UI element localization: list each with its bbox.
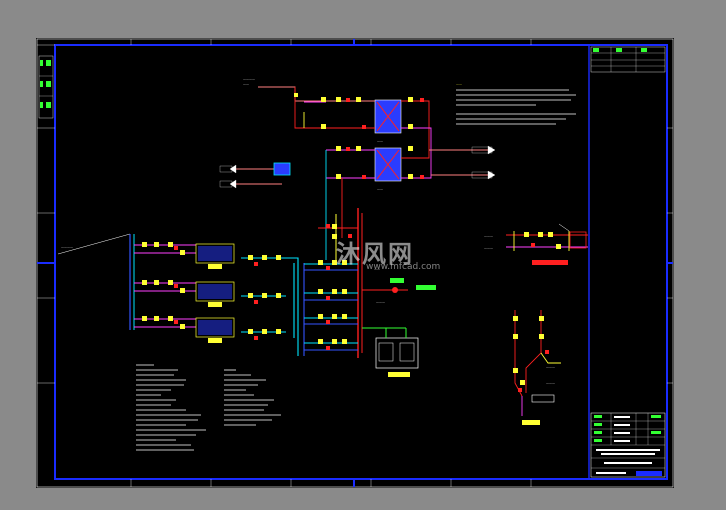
drawing-frame xyxy=(36,38,674,488)
svg-text:——: —— xyxy=(374,267,380,271)
svg-text:———: ——— xyxy=(546,365,555,369)
heat-exchanger-icon xyxy=(374,147,402,182)
boiler-icon xyxy=(195,281,235,307)
notes-top: —— xyxy=(456,82,576,125)
title-block xyxy=(590,412,666,478)
svg-text:————: ———— xyxy=(61,245,73,249)
svg-text:——: —— xyxy=(243,82,249,86)
svg-text:———: ——— xyxy=(376,300,385,304)
valve-icon xyxy=(219,145,496,189)
revision-strip xyxy=(38,55,54,119)
svg-text:———: ——— xyxy=(546,381,555,385)
legend-notes xyxy=(136,364,281,451)
pump-icon xyxy=(390,278,404,293)
title-strip-top xyxy=(590,46,666,73)
svg-text:———: ——— xyxy=(484,234,493,238)
boiler-icon xyxy=(195,317,235,343)
svg-text:——: —— xyxy=(377,139,383,143)
svg-text:——: —— xyxy=(456,82,462,86)
svg-text:————: ———— xyxy=(243,77,255,81)
svg-text:———: ——— xyxy=(484,246,493,250)
cad-drawing-sheet: ———— —— —— —— —— xyxy=(36,38,674,488)
tank-icon xyxy=(375,328,419,377)
watermark-brand: 沐风网 xyxy=(336,240,414,268)
pump-icon xyxy=(273,162,291,176)
piping-schematic: ———— —— —— —— —— xyxy=(36,38,674,488)
detail-expansion: ——— ——— xyxy=(513,310,561,425)
heat-exchanger-icon xyxy=(374,99,402,134)
boiler-icon xyxy=(195,243,235,269)
svg-text:——: —— xyxy=(377,187,383,191)
watermark-url: www.mfcad.com xyxy=(366,262,441,272)
boiler-group: ———— xyxy=(57,233,305,356)
tank-icon xyxy=(531,394,555,403)
pump-manifold: —— ——— xyxy=(304,208,436,377)
detail-valve-station: ——— ——— xyxy=(484,223,588,265)
heat-exchanger-group: ———— —— —— —— xyxy=(219,77,496,260)
